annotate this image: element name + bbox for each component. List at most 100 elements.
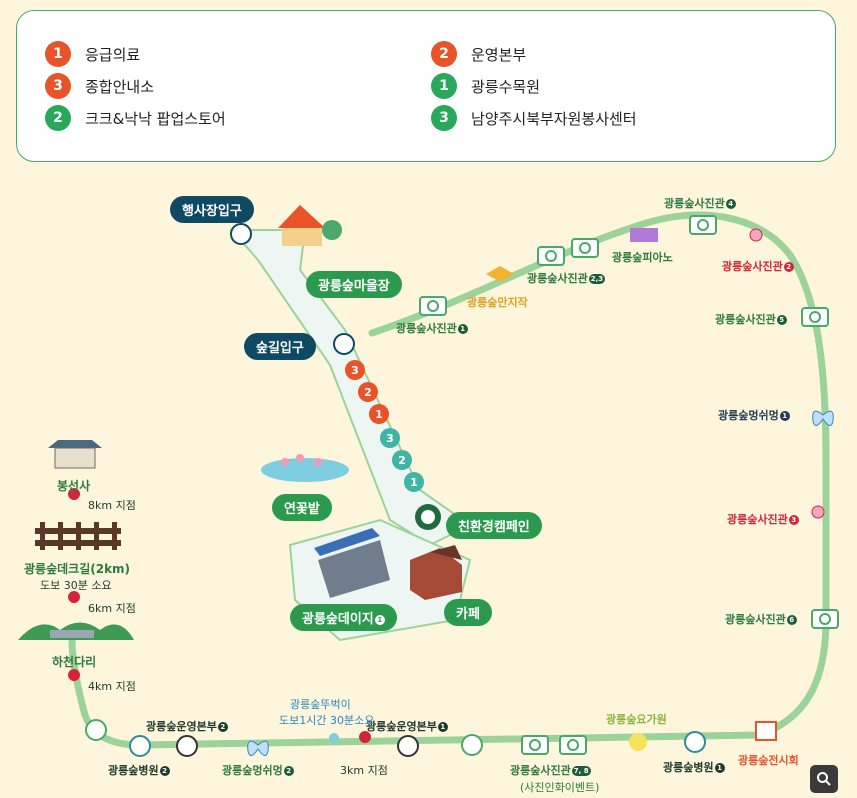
label-text: 광릉숲사진관 bbox=[725, 613, 786, 626]
km6-marker-label: 6km 지점 bbox=[88, 602, 136, 615]
main-trail-path bbox=[68, 211, 830, 749]
pin-icon bbox=[68, 488, 81, 512]
legend-label: 크크&낙낙 팝업스토어 bbox=[85, 109, 226, 128]
label-number: 4 bbox=[725, 199, 736, 209]
village-market-label[interactable]: 광릉숲마을장 bbox=[306, 271, 402, 298]
route-badge-info[interactable]: 3 bbox=[345, 360, 365, 380]
exhibition-icon bbox=[755, 721, 777, 741]
walker-icon bbox=[329, 733, 339, 743]
km8-marker-label: 8km 지점 bbox=[88, 499, 136, 512]
legend-badge: 3 bbox=[45, 73, 71, 99]
temple-icon bbox=[48, 440, 102, 469]
mic-icon bbox=[811, 505, 825, 519]
piano-label: 광릉숲피아노 bbox=[612, 251, 673, 264]
forest-entrance-label[interactable]: 숲길입구 bbox=[244, 333, 316, 360]
legend-item-hq: 2 운영본부 bbox=[431, 41, 526, 67]
label-number: 2,3 bbox=[588, 274, 606, 284]
walking-route-duration: 도보1시간 30분소요 bbox=[279, 714, 375, 727]
km4-marker-label: 4km 지점 bbox=[88, 680, 136, 693]
location-pins bbox=[68, 488, 372, 755]
zoom-search-button[interactable] bbox=[810, 765, 838, 793]
photo-event-sublabel: (사진인화이벤트) bbox=[520, 781, 600, 794]
label-number: 1 bbox=[437, 722, 448, 732]
legend-badge: 2 bbox=[45, 105, 71, 131]
label-number: 3 bbox=[788, 515, 799, 525]
label-text: 광릉숲멍쉬멍 bbox=[222, 764, 283, 777]
craft-icon bbox=[486, 266, 514, 282]
piano-icon bbox=[630, 228, 658, 242]
yoga-icon bbox=[629, 733, 647, 751]
legend-label: 남양주시북부자원봉사센터 bbox=[471, 109, 637, 128]
stage-label-text: 광릉숲데이지 bbox=[302, 612, 374, 627]
event-entrance-label[interactable]: 행사장입구 bbox=[170, 196, 254, 223]
entrance-arrow-icon bbox=[333, 333, 355, 355]
mic-icon bbox=[749, 228, 763, 242]
label-text: 광릉숲사진관 bbox=[527, 272, 588, 285]
label-number: 1 bbox=[779, 411, 790, 421]
pin-icon bbox=[68, 591, 81, 615]
label-text: 광릉숲사진관 bbox=[510, 764, 571, 777]
hacheon-bridge-label: 하천다리 bbox=[52, 655, 97, 669]
market-tent-icon bbox=[278, 205, 342, 246]
label-number: 5 bbox=[776, 315, 787, 325]
legend-label: 운영본부 bbox=[471, 45, 527, 64]
label-text: 광릉숲사진관 bbox=[715, 313, 776, 326]
legend-badge: 1 bbox=[431, 73, 457, 99]
deck-trail-label: 광릉숲데크길(2km) bbox=[24, 562, 131, 576]
route-badge-arboretum[interactable]: 1 bbox=[404, 472, 424, 492]
legend-badge: 2 bbox=[431, 41, 457, 67]
label-text: 광릉숲사진관 bbox=[664, 197, 725, 210]
route-badge-popup[interactable]: 2 bbox=[392, 450, 412, 470]
label-number: 6 bbox=[786, 615, 797, 625]
label-number: 1 bbox=[714, 763, 725, 773]
lotus-field-label[interactable]: 연꽃밭 bbox=[272, 494, 332, 521]
bridge-icon bbox=[18, 622, 134, 640]
pin-icon bbox=[359, 731, 372, 755]
route-badge-volunteer[interactable]: 3 bbox=[380, 428, 400, 448]
label-number: 2 bbox=[283, 766, 294, 776]
yoga-label: 광릉숲요가원 bbox=[606, 713, 667, 726]
label-number: 2 bbox=[217, 722, 228, 732]
legend-badge: 1 bbox=[45, 41, 71, 67]
cafe-label[interactable]: 카페 bbox=[444, 599, 492, 626]
legend-badge: 3 bbox=[431, 105, 457, 131]
label-number: 2 bbox=[159, 766, 170, 776]
bongseonsa-label: 봉선사 bbox=[57, 479, 91, 493]
walking-route-title: 광릉숲뚜벅이 bbox=[290, 698, 351, 711]
craft-label: 광릉숲만지작 bbox=[467, 296, 528, 309]
route-badge-hq[interactable]: 2 bbox=[358, 382, 378, 402]
legend-item-volunteer: 3 남양주시북부자원봉사센터 bbox=[431, 105, 637, 131]
pin-icon bbox=[68, 669, 81, 693]
label-number: 2 bbox=[783, 262, 794, 272]
legend-item-popup: 2 크크&낙낙 팝업스토어 bbox=[45, 105, 226, 131]
magnifier-icon bbox=[817, 772, 831, 786]
label-text: 광릉숲병원 bbox=[108, 764, 159, 777]
route-badge-emergency[interactable]: 1 bbox=[369, 404, 389, 424]
legend-panel: 1 응급의료 2 운영본부 3 종합안내소 1 광릉수목원 2 크크&낙낙 팝업… bbox=[16, 10, 836, 162]
lotus-pond bbox=[261, 458, 349, 482]
label-text: 광릉숲멍쉬멍 bbox=[718, 409, 779, 422]
label-text: 광릉숲병원 bbox=[663, 761, 714, 774]
hospital-icons bbox=[129, 731, 706, 757]
cafe-building-icon bbox=[410, 545, 462, 600]
deck-trail-duration: 도보 30분 소요 bbox=[40, 579, 112, 592]
restroom-icons bbox=[85, 719, 483, 756]
label-number: 7, 8 bbox=[571, 766, 591, 776]
km3-marker-label: 3km 지점 bbox=[340, 764, 388, 777]
eco-campaign-label[interactable]: 친환경캠페인 bbox=[446, 512, 542, 539]
butterfly-icons bbox=[247, 410, 834, 756]
